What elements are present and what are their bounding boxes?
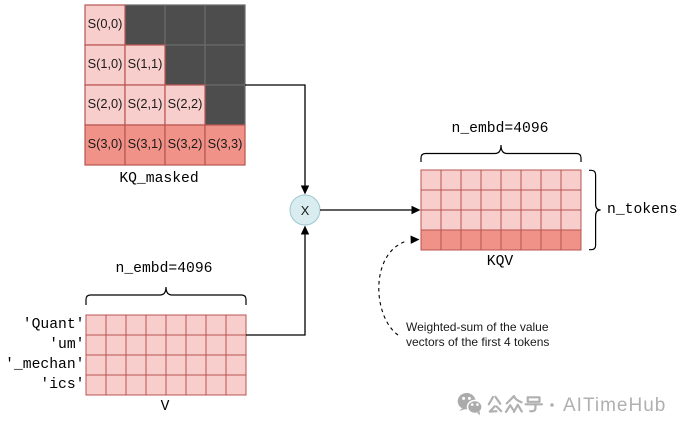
svg-text:S(3,3): S(3,3) [208,136,243,151]
svg-text:S(1,1): S(1,1) [128,56,163,71]
svg-text:S(2,2): S(2,2) [168,96,203,111]
svg-text:S(3,1): S(3,1) [128,136,163,151]
svg-text:S(3,2): S(3,2) [168,136,203,151]
svg-text:S(2,1): S(2,1) [128,96,163,111]
svg-text:S(2,0): S(2,0) [88,96,123,111]
svg-text:X: X [301,203,310,218]
svg-text:S(3,0): S(3,0) [88,136,123,151]
svg-text:n_tokens: n_tokens [607,202,678,218]
svg-text:'ics': 'ics' [40,377,84,393]
svg-text:S(0,0): S(0,0) [88,16,123,31]
svg-text:Weighted-sum of the value: Weighted-sum of the value [406,320,549,334]
svg-text:n_embd=4096: n_embd=4096 [116,261,213,277]
svg-text:KQV: KQV [487,254,514,270]
svg-text:'um': 'um' [49,337,84,353]
svg-text:S(1,0): S(1,0) [88,56,123,71]
svg-text:AITimeHub: AITimeHub [563,395,666,416]
svg-text:vectors of the first 4 tokens: vectors of the first 4 tokens [406,335,549,349]
svg-text:V: V [161,399,170,415]
svg-text:KQ_masked: KQ_masked [119,171,198,187]
svg-text:n_embd=4096: n_embd=4096 [452,121,549,137]
svg-text:'Quant': 'Quant' [23,317,85,333]
svg-text:'_mechan': '_mechan' [5,357,84,373]
